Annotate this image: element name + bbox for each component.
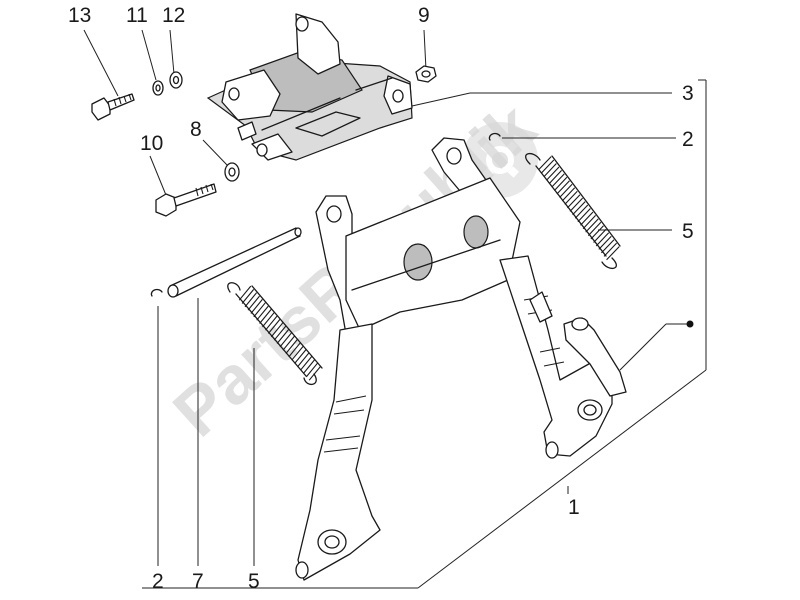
- part-11-washer: [152, 80, 164, 96]
- part-7-pin: [167, 227, 302, 298]
- callout-5-right: 5: [682, 220, 694, 243]
- callout-labels: 13 11 12 9 10 8 3 2 5 1 2 7 5: [68, 4, 694, 593]
- part-2-circlip-left: [150, 288, 163, 297]
- part-5-spring-right: [525, 153, 621, 269]
- part-10-bolt: [155, 183, 217, 217]
- callout-10: 10: [140, 132, 163, 155]
- callout-13: 13: [68, 4, 91, 27]
- callout-12: 12: [162, 4, 185, 27]
- part-1-center-stand: [295, 137, 627, 581]
- part-9-nut: [415, 65, 437, 83]
- part-3-mounting-bracket: [206, 13, 413, 161]
- callout-1: 1: [568, 496, 580, 519]
- part-13-flange-bolt: [91, 93, 135, 121]
- callout-7: 7: [192, 570, 204, 593]
- callout-11: 11: [126, 4, 148, 27]
- part-2-circlip-right: [488, 132, 501, 141]
- part-8-washer: [224, 162, 240, 182]
- callout-8: 8: [190, 118, 202, 141]
- callout-2-right: 2: [682, 128, 694, 151]
- part-5-spring-left: [227, 282, 323, 385]
- callout-2-bottom: 2: [152, 570, 164, 593]
- part-12-washer: [169, 71, 183, 89]
- callout-5-bottom: 5: [248, 570, 260, 593]
- callout-9: 9: [418, 4, 430, 27]
- leader-lines: [83, 29, 707, 589]
- bullet-marker: [686, 320, 694, 328]
- callout-3: 3: [682, 82, 694, 105]
